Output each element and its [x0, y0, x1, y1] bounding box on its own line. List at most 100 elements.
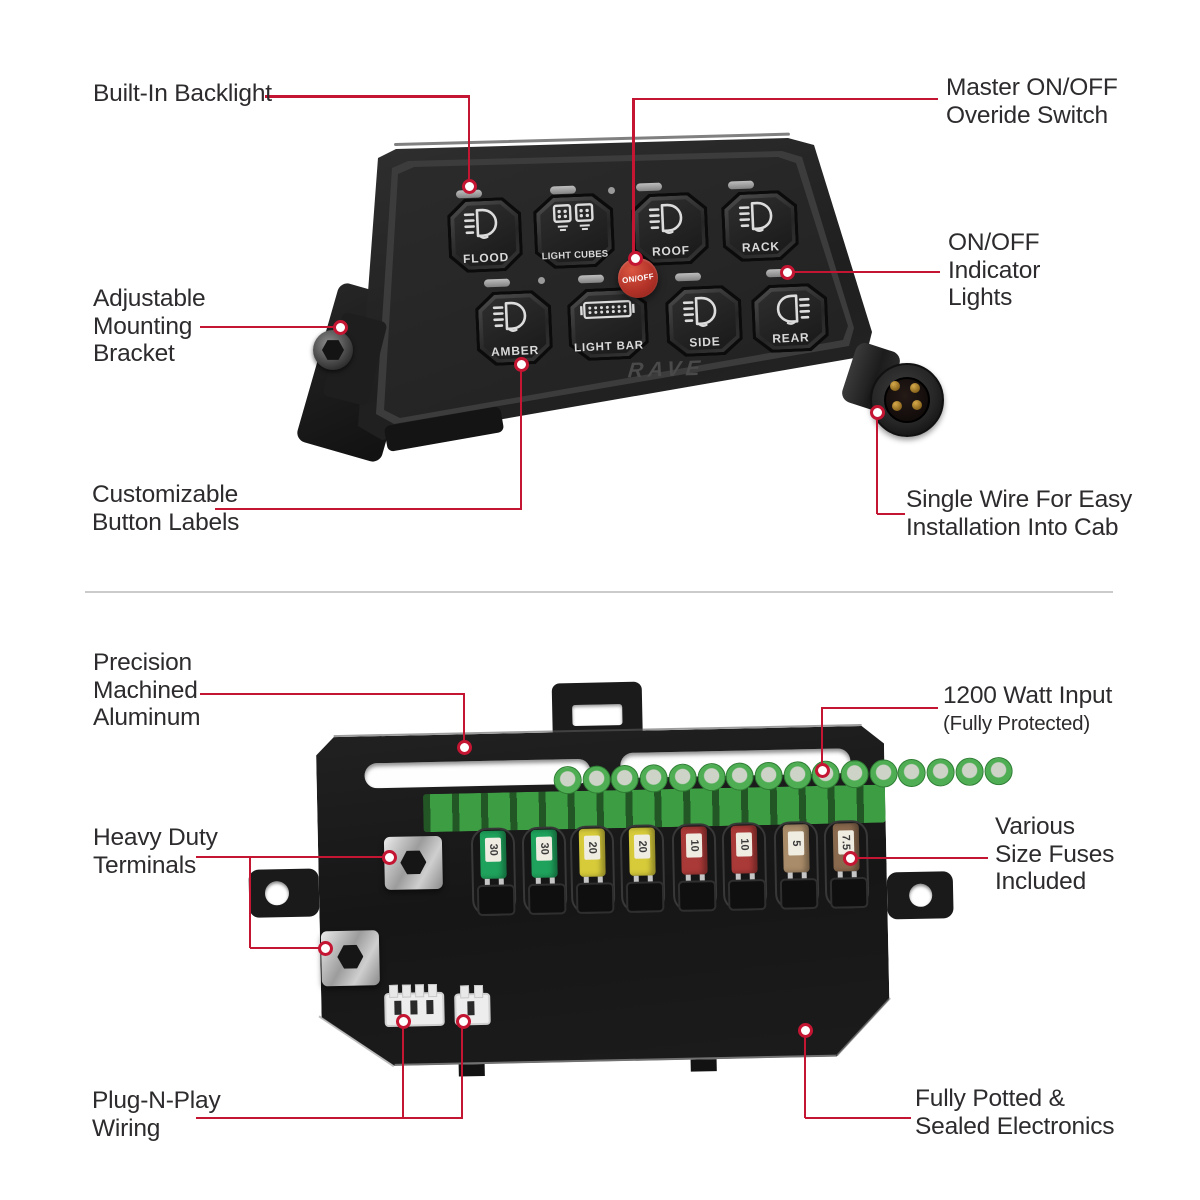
light-cubes-icon [533, 200, 614, 235]
connector-slot [410, 1000, 418, 1015]
fuse-value: 30 [487, 843, 500, 857]
light-bar-icon [567, 294, 648, 324]
fuse-10a: 10 [730, 825, 758, 874]
panel-button-flood[interactable]: FLOOD [446, 196, 523, 273]
mount-ear-right [886, 871, 954, 920]
connector-slot [467, 1001, 475, 1016]
fuse-5a: 5 [782, 824, 810, 873]
callout-label: Aluminum [93, 704, 201, 731]
fuse-value: 7.5 [839, 834, 853, 851]
callout-label: Bracket [93, 340, 175, 367]
callout-label: Installation Into Cab [906, 513, 1119, 541]
panel-button-light-bar[interactable]: LIGHT BAR [566, 286, 649, 361]
flood-light-icon [447, 204, 522, 243]
leader-line [401, 1024, 405, 1119]
leader-line [200, 692, 464, 696]
status-dot [538, 277, 545, 284]
connector-pin [473, 984, 484, 999]
callout-dot [779, 264, 795, 280]
fuse-30a: 30 [530, 829, 558, 878]
rack-light-icon [721, 197, 798, 236]
leader-line [877, 512, 905, 516]
fuse-label: 20 [583, 835, 601, 860]
leader-line [196, 855, 386, 859]
fuse-socket [575, 882, 615, 915]
brand-logo: RAVE [626, 356, 707, 383]
callout-label: Included [995, 868, 1087, 895]
leader-line [460, 1024, 464, 1119]
fuse-20a: 20 [628, 827, 656, 876]
master-switch-label: ON/OFF [621, 271, 655, 285]
callout-label: Button Labels [92, 508, 240, 536]
amber-light-icon [475, 297, 552, 336]
callout-dot [381, 849, 397, 865]
callout-label: Fully Potted & [915, 1085, 1065, 1112]
callout-label: Single Wire For Easy [906, 486, 1133, 513]
terminal-screw [869, 759, 898, 788]
panel-button-amber[interactable]: AMBER [474, 289, 553, 366]
fuse-socket [527, 883, 567, 916]
panel-button-side[interactable]: SIDE [665, 284, 744, 357]
connector-pin [427, 983, 438, 998]
fuse-label: 5 [787, 831, 805, 856]
callout-dot [332, 319, 348, 335]
wire-connector [870, 363, 944, 437]
fuse-socket [677, 880, 717, 912]
panel-button-rear[interactable]: REAR [751, 282, 830, 353]
connector-pin [401, 984, 412, 998]
terminal-hex-socket [337, 943, 364, 970]
terminal-screw [926, 758, 955, 787]
connector-slot [394, 1000, 402, 1015]
fuse-value: 20 [585, 841, 599, 854]
callout-label: Plug-N-Play [92, 1087, 221, 1114]
callout-label: Machined [93, 676, 198, 704]
onoff-indicator-light [674, 272, 702, 282]
leader-line [805, 1116, 911, 1120]
callout-dot [395, 1013, 411, 1029]
callout-label: Mounting [93, 312, 193, 340]
leader-line [632, 97, 635, 259]
panel-button-rack[interactable]: RACK [721, 189, 800, 262]
fuse-socket [476, 884, 516, 917]
terminal-screw [955, 757, 984, 787]
callout-label: 1200 Watt Input [943, 682, 1113, 709]
terminal-hex-socket [400, 849, 427, 876]
terminal-screw [782, 761, 812, 790]
leader-line [196, 1116, 463, 1120]
leader-line [875, 414, 879, 514]
leader-line [265, 95, 469, 98]
heavy-duty-terminal-lower [320, 930, 380, 987]
fuse-label: 10 [735, 832, 753, 857]
panel-button-roof[interactable]: ROOF [630, 191, 709, 266]
connector-pin [459, 985, 470, 999]
callout-label: Terminals [93, 851, 197, 879]
fuse-holder: 30 [470, 827, 517, 917]
panel-button-light-cubes[interactable]: LIGHT CUBES [532, 192, 615, 269]
connector-pin [388, 984, 399, 998]
fuse-holder: 5 [773, 820, 820, 910]
fuse-socket [829, 876, 869, 909]
callout-label: Precision [93, 649, 192, 676]
terminal-screw [668, 763, 697, 793]
fuse-holder: 10 [721, 822, 768, 911]
leader-line [855, 856, 988, 860]
connector-pin [890, 381, 900, 391]
side-light-icon [665, 292, 742, 331]
onoff-indicator-light [577, 274, 605, 284]
fuse-label: 30 [535, 836, 553, 861]
section-divider [85, 591, 1113, 593]
fuse-label: 20 [633, 834, 651, 859]
fuse-holder: 30 [521, 826, 568, 916]
fuse-value: 10 [687, 839, 701, 852]
status-dot [608, 187, 615, 194]
fuse-value: 30 [537, 842, 551, 855]
ear-hole [908, 883, 933, 908]
onoff-indicator-light [727, 180, 755, 190]
terminal-screw [582, 765, 611, 794]
leader-line [633, 97, 938, 100]
plug-connector-4pin [384, 983, 445, 1028]
roof-light-icon [631, 199, 708, 238]
leader-line [519, 366, 523, 510]
callout-dot [797, 1022, 813, 1038]
leader-line [248, 855, 252, 948]
